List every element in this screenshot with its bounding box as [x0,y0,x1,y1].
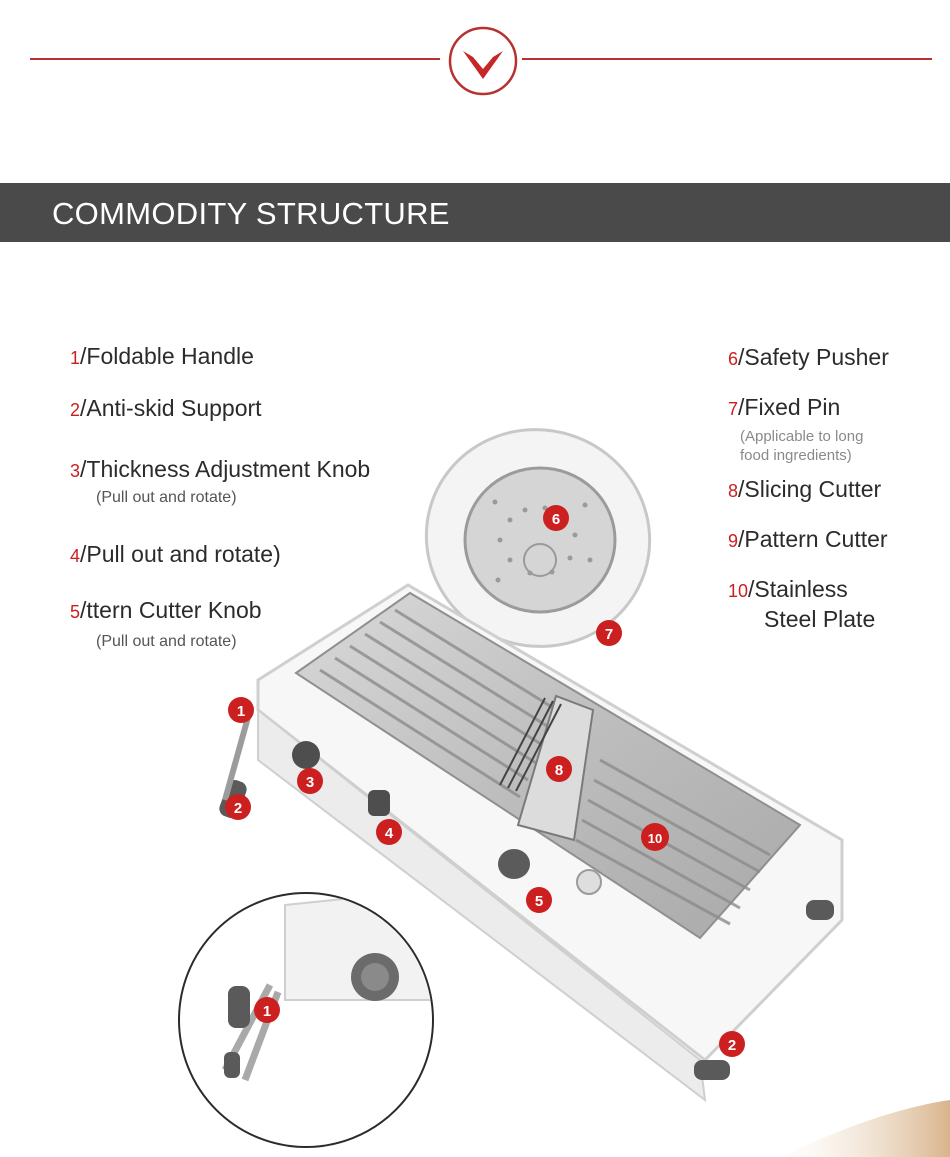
callout-4: 4 [376,819,402,845]
inset-callout-1-number: 1 [263,1003,271,1020]
part-4-label: 4/Pull out and rotate) [70,541,281,568]
callout-8-number: 8 [555,762,563,779]
part-10-label-line2: Steel Plate [764,606,876,632]
part-5-text: /ttern Cutter Knob [80,597,262,623]
top-rule-right [522,58,932,60]
part-4-text: /Pull out and rotate) [80,541,281,567]
part-9-number: 9 [728,531,739,551]
callout-10-number: 10 [648,831,662,846]
part-10-label: 10/Stainless [728,576,848,603]
part-2-text: /Anti-skid Support [80,395,262,421]
part-5-label: 5/ttern Cutter Knob [70,597,262,624]
part-1-text: /Foldable Handle [80,343,254,369]
part-7-number: 7 [728,399,739,419]
callout-6: 6 [543,505,569,531]
part-3-label: 3/Thickness Adjustment Knob [70,456,370,483]
callout-1: 1 [228,697,254,723]
callout-4-number: 4 [385,825,394,842]
part-3-number: 3 [70,461,81,481]
banner-title: COMMODITY STRUCTURE [52,196,450,231]
mandoline-slicer-image: 1 2 3 4 5 6 7 8 [178,428,950,1157]
part-7-note-line1: (Applicable to long [740,428,864,445]
part-9-label: 9/Pattern Cutter [728,526,888,553]
part-10-text: /Stainless [748,576,848,602]
callout-7-number: 7 [605,626,613,643]
callout-5: 5 [526,887,552,913]
part-5-note: (Pull out and rotate) [96,633,237,650]
inset-detail [178,892,434,1148]
part-6-text: /Safety Pusher [738,344,889,370]
callout-2: 2 [225,794,251,820]
part-5-number: 5 [70,602,81,622]
inset-callout-1: 1 [254,997,280,1023]
part-6-number: 6 [728,349,739,369]
part-8-text: /Slicing Cutter [738,476,882,502]
callout-5-number: 5 [535,893,543,910]
part-1-number: 1 [70,348,81,368]
part-1-label: 1/Foldable Handle [70,343,254,370]
part-7-text: /Fixed Pin [738,394,841,420]
callout-6-number: 6 [552,511,560,528]
top-rule-left [30,58,440,60]
product-illustration: 1 2 3 4 5 6 7 8 [0,240,950,1157]
callout-3: 3 [297,768,323,794]
callout-10: 10 [641,823,669,851]
part-4-number: 4 [70,546,81,566]
part-8-label: 8/Slicing Cutter [728,476,881,503]
safety-pusher [424,428,652,648]
part-9-text: /Pattern Cutter [738,526,888,552]
inset-callout-2-number: 2 [728,1037,736,1054]
inset-callout-2: 2 [719,1031,745,1057]
chevron-down-in-circle-icon [448,26,518,96]
part-7-note-line2: food ingredients) [740,447,852,464]
callout-8: 8 [546,756,572,782]
callout-1-number: 1 [237,703,245,720]
part-8-number: 8 [728,481,739,501]
wood-surface [780,1100,950,1157]
part-3-note: (Pull out and rotate) [96,489,237,506]
part-6-label: 6/Safety Pusher [728,344,889,371]
part-2-number: 2 [70,400,81,420]
part-10-number: 10 [728,581,749,601]
part-3-text: /Thickness Adjustment Knob [80,456,371,482]
callout-2-number: 2 [234,800,242,817]
part-7-label: 7/Fixed Pin [728,394,840,421]
callout-7: 7 [596,620,622,646]
callout-3-number: 3 [306,774,314,791]
part-2-label: 2/Anti-skid Support [70,395,262,422]
section-banner: COMMODITY STRUCTURE [0,183,950,242]
